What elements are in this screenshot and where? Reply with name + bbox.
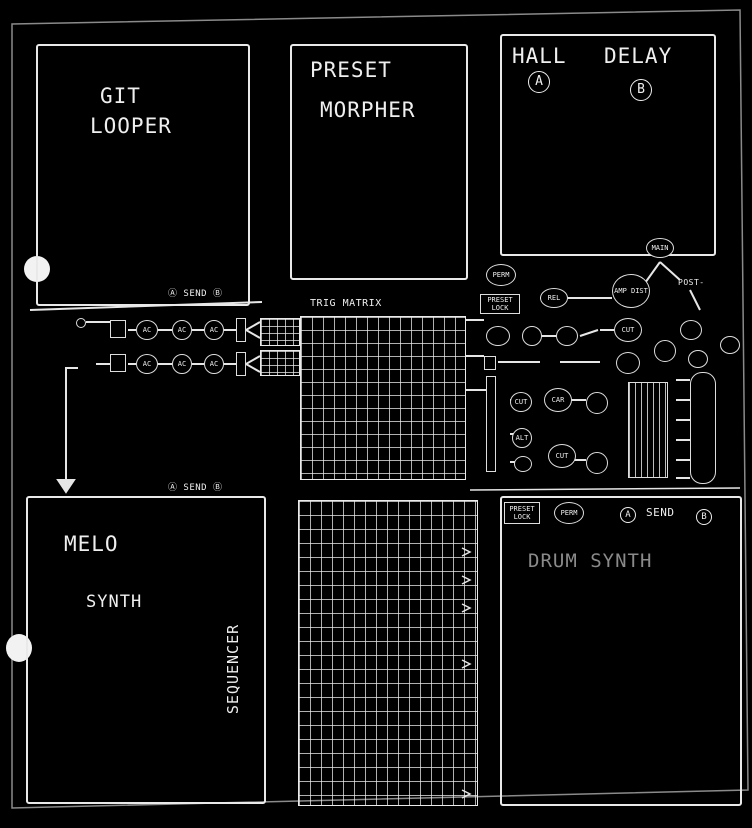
row1-knob-2[interactable]: AC: [172, 320, 192, 340]
fm-knob-out-2[interactable]: [586, 452, 608, 474]
post-label: POST-: [678, 278, 705, 287]
row2-knob-1[interactable]: AC: [136, 354, 158, 374]
fm-knob-alt[interactable]: ALT: [512, 428, 532, 448]
drum-synth-title: DRUM SYNTH: [528, 550, 653, 572]
fm-knob-cut-1[interactable]: CUT: [510, 392, 532, 412]
trig-matrix-input-row2[interactable]: [260, 350, 300, 376]
melo-synth-title-line2: SYNTH: [86, 592, 143, 612]
drum-knob-g[interactable]: [720, 336, 740, 354]
fm-knob-cut-2[interactable]: CUT: [548, 444, 576, 468]
melo-synth-send: Ⓐ SEND Ⓑ: [168, 483, 223, 493]
amp-dist-knob[interactable]: AMP DIST: [612, 274, 650, 308]
git-looper-module: GIT LOOPER Ⓐ SEND Ⓑ: [36, 44, 250, 306]
drum-knob-b[interactable]: [522, 326, 542, 346]
drum-output-column: [690, 372, 716, 484]
fx-delay-label: DELAY: [604, 44, 673, 68]
preset-lock-upper[interactable]: PRESET LOCK: [480, 294, 520, 314]
drum-knob-h[interactable]: [616, 352, 640, 374]
row1-knob-3[interactable]: AC: [204, 320, 224, 340]
rel-knob[interactable]: REL: [540, 288, 568, 308]
row1-input-jack[interactable]: [76, 318, 86, 328]
drum-knob-a[interactable]: [486, 326, 510, 346]
drum-column-strip: [486, 376, 496, 472]
melo-synth-module: MELO SYNTH: [26, 496, 266, 804]
drum-step-bars[interactable]: [628, 382, 668, 478]
preset-morpher-title-line2: MORPHER: [320, 98, 416, 122]
drum-switch-1[interactable]: [484, 356, 496, 370]
row2-knob-2[interactable]: AC: [172, 354, 192, 374]
fm-knob-car[interactable]: CAR: [544, 388, 572, 412]
preset-morpher-title-line1: PRESET: [310, 58, 392, 82]
drum-send-b: B: [696, 504, 712, 525]
drum-knob-c[interactable]: [556, 326, 578, 346]
fx-module: HALL DELAY A B: [500, 34, 716, 256]
drum-synth-module: PRESET LOCK PERM A SEND B DRUM SYNTH: [500, 496, 742, 806]
git-looper-send: Ⓐ SEND Ⓑ: [168, 289, 223, 299]
main-knob[interactable]: MAIN: [646, 238, 674, 258]
perm-knob[interactable]: PERM: [486, 264, 516, 286]
trig-matrix-grid[interactable]: [300, 316, 466, 480]
sequencer-grid[interactable]: [298, 500, 478, 806]
row1-level-meter: [236, 318, 246, 342]
row2-level-meter: [236, 352, 246, 376]
git-looper-title-line2: LOOPER: [90, 114, 172, 138]
row2-switch[interactable]: [110, 354, 126, 372]
row2-knob-3[interactable]: AC: [204, 354, 224, 374]
row1-switch[interactable]: [110, 320, 126, 338]
drum-send-a: A: [620, 502, 636, 523]
drum-knob-d[interactable]: [680, 320, 702, 340]
row1-knob-1[interactable]: AC: [136, 320, 158, 340]
git-looper-title-line1: GIT: [100, 84, 141, 108]
drum-knob-f[interactable]: [688, 350, 708, 368]
trig-matrix-input-row1[interactable]: [260, 318, 300, 346]
fm-knob-small[interactable]: [514, 456, 532, 472]
drum-send-label: SEND: [646, 506, 675, 519]
drum-perm-knob[interactable]: PERM: [554, 502, 584, 524]
cut-knob[interactable]: CUT: [614, 318, 642, 342]
fx-hall-label: HALL: [512, 44, 567, 68]
fx-delay-send-b: B: [630, 78, 652, 101]
melo-synth-title-line1: MELO: [64, 532, 119, 556]
fm-knob-out-1[interactable]: [586, 392, 608, 414]
fx-hall-send-a: A: [528, 70, 550, 93]
drum-knob-e[interactable]: [654, 340, 676, 362]
drum-preset-lock[interactable]: PRESET LOCK: [504, 502, 540, 524]
trig-matrix-label: TRIG MATRIX: [310, 298, 382, 309]
preset-morpher-module: PRESET MORPHER: [290, 44, 468, 280]
